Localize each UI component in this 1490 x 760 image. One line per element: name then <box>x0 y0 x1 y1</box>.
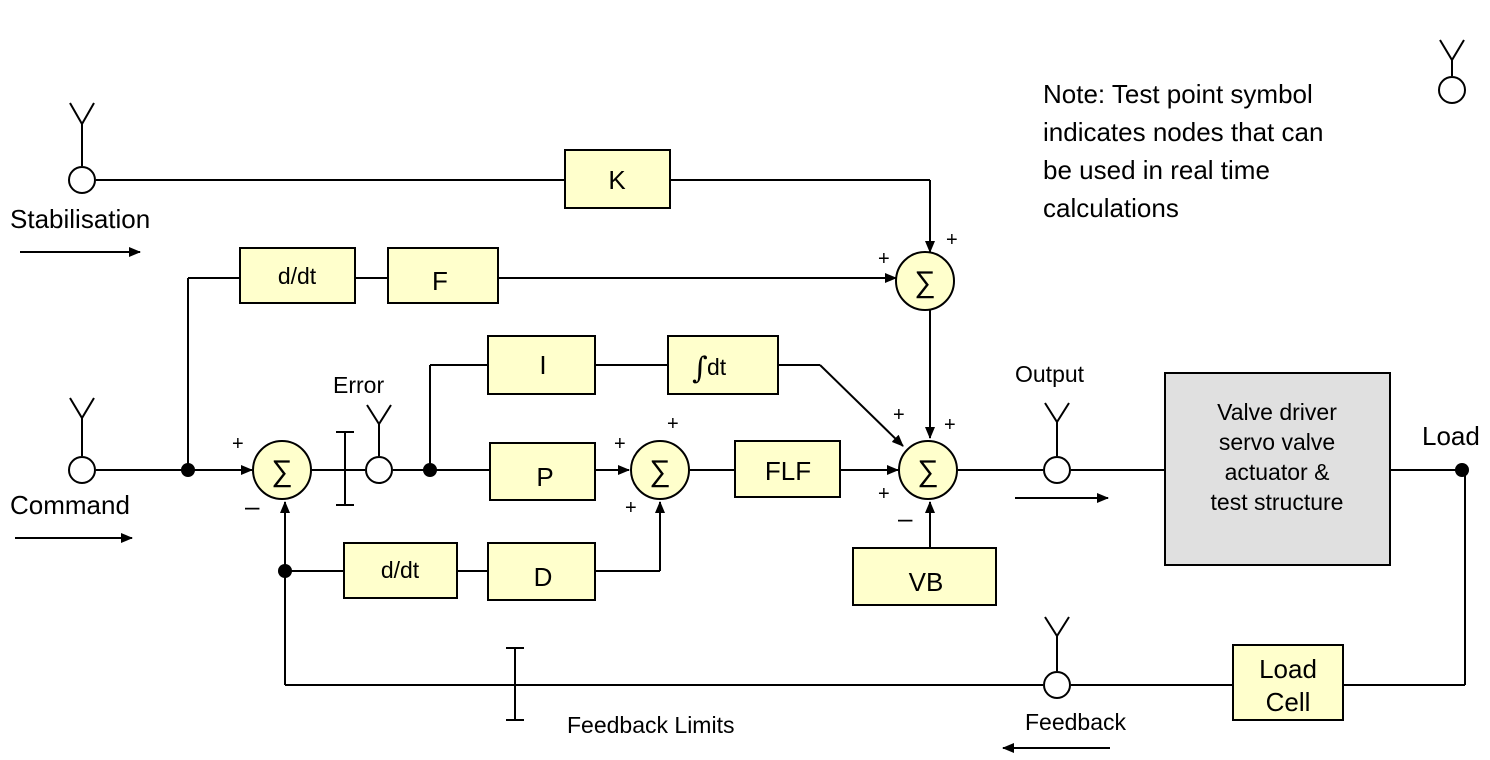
sign-plus: + <box>232 433 244 455</box>
block-d: D <box>487 542 596 601</box>
block-ddt-bottom: d/dt <box>343 542 458 599</box>
block-f: F <box>387 247 499 304</box>
block-k-label: K <box>608 165 626 195</box>
block-ddt-top: d/dt <box>239 247 356 304</box>
label-command: Command <box>10 490 130 520</box>
sign-plus: + <box>614 433 626 455</box>
block-load-cell: Load Cell <box>1232 644 1344 721</box>
block-ddt-top-label: d/dt <box>278 263 317 289</box>
block-vb: VB <box>852 547 997 606</box>
sign-plus: + <box>625 497 637 519</box>
sign-plus: + <box>878 248 890 270</box>
sum-symbol: ∑ <box>917 455 938 488</box>
block-flf-label: FLF <box>765 456 811 486</box>
valve-driver-line4: test structure <box>1211 489 1344 515</box>
summing-junction-main: ∑ + + + – <box>878 404 958 533</box>
valve-driver-line1: Valve driver <box>1217 399 1337 425</box>
sum-symbol: ∑ <box>649 455 670 488</box>
load-cell-label-line1: Load <box>1259 654 1317 684</box>
sign-plus: + <box>944 414 956 436</box>
block-integral: ∫ dt <box>667 335 779 395</box>
signal-wires <box>96 179 1466 721</box>
block-valve-driver: Valve driver servo valve actuator & test… <box>1164 372 1391 566</box>
junction-error <box>423 463 437 477</box>
test-point-stabilisation <box>68 102 96 194</box>
test-point-command <box>68 397 96 484</box>
note-line-2: indicates nodes that can <box>1043 117 1323 147</box>
sign-minus: – <box>898 503 913 533</box>
note-line-1: Note: Test point symbol <box>1043 79 1313 109</box>
sign-plus: + <box>667 413 679 435</box>
summing-junction-top: ∑ + + <box>878 229 958 311</box>
summing-junction-input: ∑ + – <box>232 433 312 521</box>
junction-load <box>1455 463 1469 477</box>
label-feedback: Feedback <box>1025 709 1127 735</box>
block-k: K <box>564 149 671 209</box>
sign-minus: – <box>245 491 260 521</box>
block-f-label: F <box>432 266 448 296</box>
summing-junction-pd: ∑ + + + <box>614 413 690 519</box>
label-output: Output <box>1015 361 1085 387</box>
valve-driver-line3: actuator & <box>1225 459 1330 485</box>
block-flf: FLF <box>734 440 841 498</box>
test-point-legend-symbol <box>1438 39 1466 104</box>
label-feedback-limits: Feedback Limits <box>567 712 734 738</box>
sum-symbol: ∑ <box>914 266 935 299</box>
load-cell-label-line2: Cell <box>1266 687 1311 717</box>
test-point-output <box>1043 402 1071 484</box>
sum-symbol: ∑ <box>271 455 292 488</box>
direction-arrows <box>15 247 1110 753</box>
label-load: Load <box>1422 421 1480 451</box>
note-line-4: calculations <box>1043 193 1179 223</box>
block-i: I <box>487 335 596 395</box>
sign-plus: + <box>893 404 905 426</box>
label-error: Error <box>333 372 384 398</box>
valve-driver-line2: servo valve <box>1219 429 1335 455</box>
block-vb-label: VB <box>909 567 944 597</box>
test-point-error <box>365 404 393 484</box>
junction-feedback <box>278 564 292 578</box>
label-stabilisation: Stabilisation <box>10 204 150 234</box>
block-p-label: P <box>536 462 553 492</box>
junction-command <box>181 463 195 477</box>
note-text: Note: Test point symbol indicates nodes … <box>1043 79 1323 223</box>
block-d-label: D <box>534 562 553 592</box>
sign-plus: + <box>946 229 958 251</box>
block-integral-label: dt <box>707 354 727 380</box>
test-point-feedback <box>1043 616 1071 699</box>
sign-plus: + <box>878 483 890 505</box>
note-line-3: be used in real time <box>1043 155 1270 185</box>
block-i-label: I <box>539 350 546 380</box>
block-ddt-bottom-label: d/dt <box>381 557 420 583</box>
block-p: P <box>489 442 596 501</box>
integral-sign: ∫ <box>692 351 708 386</box>
